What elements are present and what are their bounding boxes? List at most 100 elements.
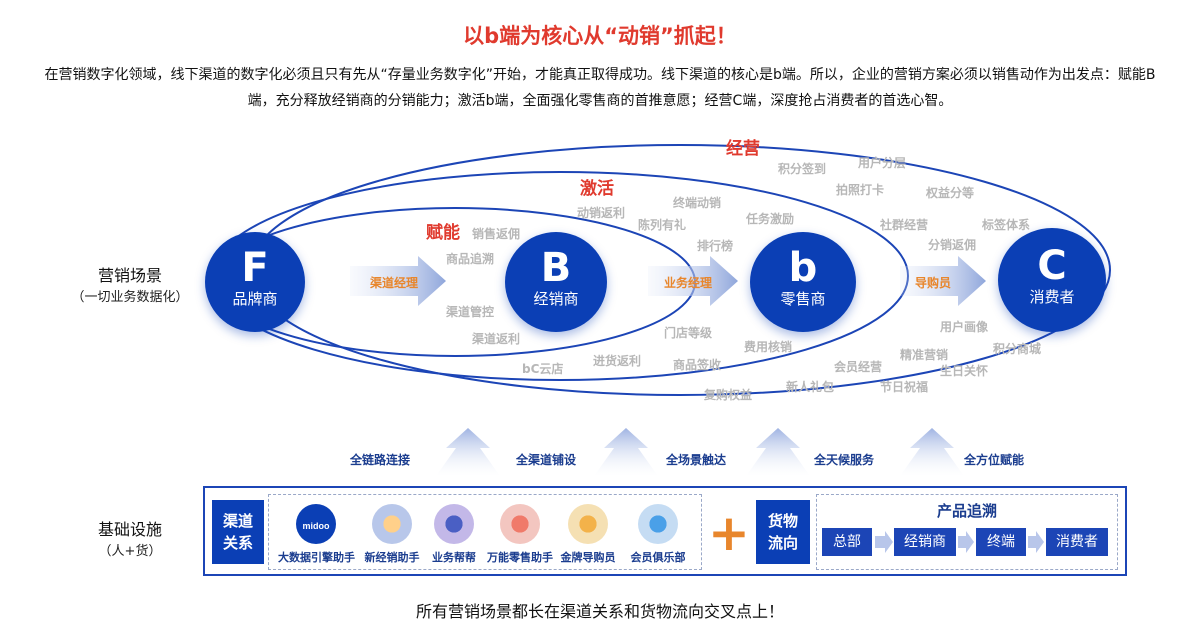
app-member-club[interactable]: 会员俱乐部 xyxy=(620,504,696,565)
page-title: 以b端为核心从“动销”抓起！ xyxy=(463,24,737,48)
trace-arrow-icon xyxy=(875,531,893,553)
apps-group xyxy=(268,494,702,570)
svg-text:midoo: midoo xyxy=(303,521,330,531)
infra-label: 基础设施 xyxy=(97,520,162,539)
infra-sublabel: （人+货） xyxy=(98,544,162,559)
app-distributor-assistant[interactable]: 新经销助手 xyxy=(354,504,430,565)
up-label: 全链路连接 xyxy=(350,453,411,467)
tag: 分销返佣 xyxy=(928,238,977,252)
app-gold-guide[interactable]: 金牌导购员 xyxy=(550,504,626,565)
tag: 社群经营 xyxy=(880,218,929,232)
app-name: 金牌导购员 xyxy=(560,551,616,564)
flow-label-business-manager: 业务经理 xyxy=(664,276,713,290)
tag: 渠道管控 xyxy=(446,305,495,319)
node-brand: F 品牌商 xyxy=(205,232,305,332)
trace-group xyxy=(816,494,1118,570)
tag: 进货返利 xyxy=(593,354,642,368)
tag: 标签体系 xyxy=(982,218,1031,232)
qr-code-icon xyxy=(568,504,608,544)
plus-icon: + xyxy=(708,504,750,562)
tag: 用户画像 xyxy=(940,320,989,334)
trace-step-consumer: 消费者 xyxy=(1046,528,1108,556)
app-name: 会员俱乐部 xyxy=(630,551,686,564)
app-retail-assistant[interactable]: 万能零售助手 xyxy=(482,504,558,565)
tag: 用户分层 xyxy=(858,156,907,170)
up-arrow-4 xyxy=(900,428,964,476)
flow-arrow-2 xyxy=(648,256,738,306)
qr-code-icon xyxy=(434,504,474,544)
channel-relations-tag: 渠道关系 xyxy=(212,500,264,564)
trace-step-distributor: 经销商 xyxy=(894,528,956,556)
tag: 渠道返利 xyxy=(472,332,521,346)
scene-label: 营销场景 xyxy=(97,266,162,285)
node-label: 零售商 xyxy=(780,290,826,308)
ring-label-empower: 赋能 xyxy=(426,223,460,243)
ring-label-activate: 激活 xyxy=(580,179,614,199)
tag: 会员经营 xyxy=(834,360,883,374)
flow-label-channel-manager: 渠道经理 xyxy=(370,276,419,290)
trace-step-terminal: 终端 xyxy=(976,528,1026,556)
node-label: 品牌商 xyxy=(232,290,278,308)
tag: 生日关怀 xyxy=(940,364,989,378)
tag: 任务激励 xyxy=(746,212,795,226)
trace-step-hq: 总部 xyxy=(822,528,872,556)
up-label: 全场景触达 xyxy=(666,453,727,467)
up-label: 全天候服务 xyxy=(814,453,875,467)
tag: 复购权益 xyxy=(704,388,753,402)
tag: 终端动销 xyxy=(673,196,722,210)
app-name: 业务帮帮 xyxy=(432,551,476,564)
channel-relations-label: 渠道关系 xyxy=(222,512,253,552)
tag: 节日祝福 xyxy=(880,380,929,394)
node-label: 经销商 xyxy=(533,290,579,308)
qr-code-icon xyxy=(500,504,540,544)
up-label: 全方位赋能 xyxy=(964,453,1025,467)
tag: 陈列有礼 xyxy=(638,218,687,232)
qr-code-icon xyxy=(638,504,678,544)
tag: 新人礼包 xyxy=(786,380,835,394)
qr-code-icon xyxy=(372,504,412,544)
tag: 精准营销 xyxy=(900,348,949,362)
up-arrow-3 xyxy=(746,428,810,476)
intro-paragraph: 在营销数字化领域，线下渠道的数字化必须且只有先从“存量业务数字化”开始，才能真正… xyxy=(44,67,1156,109)
node-letter: B xyxy=(540,245,572,291)
goods-flow-label: 货物流向 xyxy=(767,512,798,552)
tag: 排行榜 xyxy=(697,239,734,253)
tag: bC云店 xyxy=(522,362,564,376)
node-letter: b xyxy=(788,245,818,291)
up-arrow-1 xyxy=(436,428,500,476)
tag: 商品追溯 xyxy=(446,252,495,266)
tag: 积分商城 xyxy=(993,342,1042,356)
flow-label-shopping-guide: 导购员 xyxy=(915,276,952,290)
tag: 动销返利 xyxy=(577,206,626,220)
tag: 销售返佣 xyxy=(472,227,521,241)
app-business-helper[interactable]: 业务帮帮 xyxy=(416,504,492,565)
node-letter: C xyxy=(1037,243,1067,289)
node-consumer: C 消费者 xyxy=(998,228,1106,332)
trace-arrow-icon xyxy=(1028,531,1044,553)
up-arrow-2 xyxy=(594,428,658,476)
up-label: 全渠道铺设 xyxy=(516,453,577,467)
footer-statement: 所有营销场景都长在渠道关系和货物流向交叉点上！ xyxy=(415,602,784,621)
app-name: 大数据引擎助手 xyxy=(278,551,355,564)
scene-sublabel: （一切业务数据化） xyxy=(71,290,189,305)
app-name: 万能零售助手 xyxy=(487,551,553,564)
node-distributor: B 经销商 xyxy=(505,232,607,332)
tag: 权益分等 xyxy=(926,186,975,200)
flow-arrow-1 xyxy=(350,256,446,306)
tag: 商品签收 xyxy=(673,358,722,372)
app-bigdata-assistant[interactable]: midoo 大数据引擎助手 xyxy=(278,504,355,565)
flow-arrow-3 xyxy=(900,256,986,306)
node-letter: F xyxy=(241,245,269,291)
midoo-logo-icon: midoo xyxy=(296,504,336,544)
tag: 积分签到 xyxy=(778,162,827,176)
app-name: 新经销助手 xyxy=(364,551,420,564)
trace-title: 产品追溯 xyxy=(936,502,997,520)
tag: 门店等级 xyxy=(664,326,713,340)
goods-flow-tag: 货物流向 xyxy=(756,500,810,564)
tag: 拍照打卡 xyxy=(836,183,885,197)
node-retailer: b 零售商 xyxy=(750,232,856,332)
trace-arrow-icon xyxy=(958,531,974,553)
ring-label-operate: 经营 xyxy=(726,139,760,159)
